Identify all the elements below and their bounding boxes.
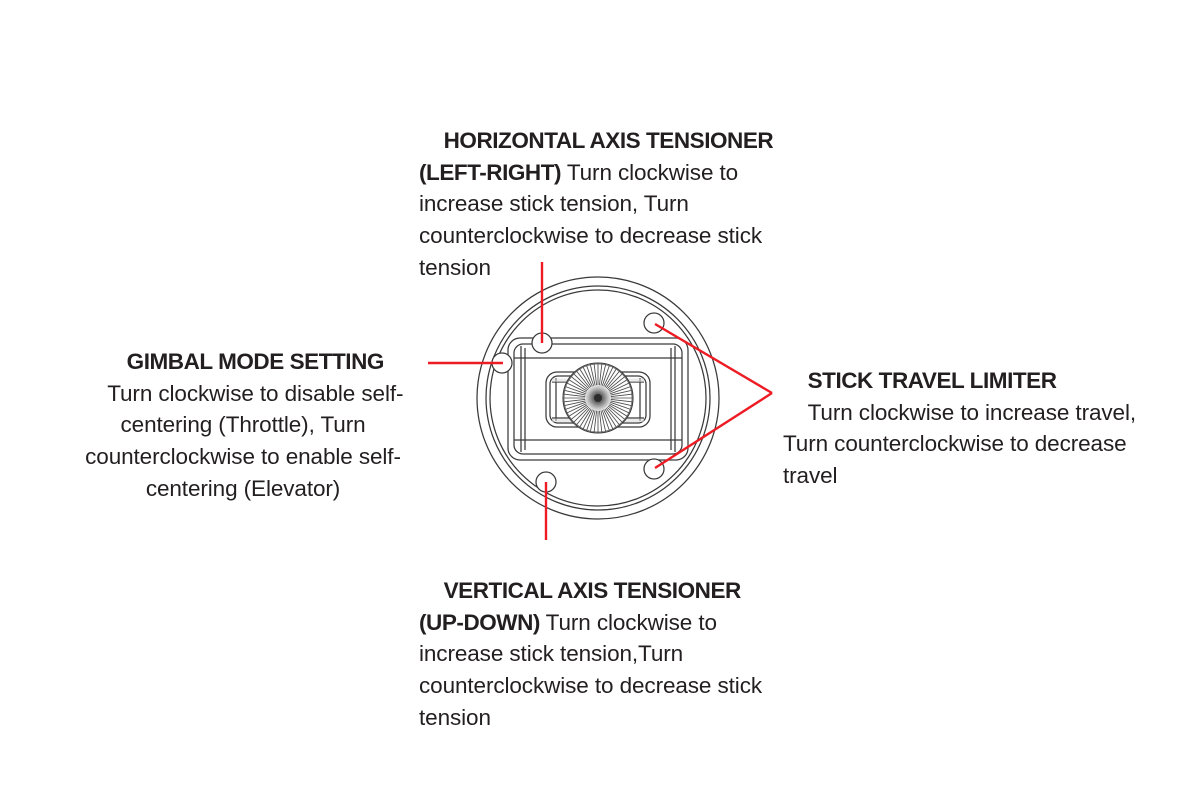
screw-holes [491, 312, 665, 493]
leader-travel-limiter-lower [654, 391, 773, 470]
knob-core [585, 385, 611, 411]
callout-gimbal-mode-setting: GIMBAL MODE SETTING Turn clockwise to di… [58, 314, 428, 537]
housing-middle-ring [485, 285, 711, 511]
stick-slot-outer [545, 371, 651, 428]
callout-horizontal-axis-tensioner: HORIZONTAL AXIS TENSIONER (LEFT-RIGHT) T… [419, 93, 791, 316]
knob-center-dot [594, 394, 602, 402]
stick-slot-shading [552, 378, 644, 422]
callout-horizontal-axis-heading: HORIZONTAL AXIS TENSIONER (LEFT-RIGHT) [419, 127, 780, 185]
screw-top-right-travel-limiter [643, 312, 665, 334]
callout-stick-travel-limiter-heading: STICK TRAVEL LIMITER [807, 367, 1057, 393]
leader-travel-limiter-upper [654, 322, 773, 395]
callout-stick-travel-limiter: STICK TRAVEL LIMITER Turn clockwise to i… [783, 333, 1179, 524]
screw-bottom-vertical-tensioner [535, 471, 557, 493]
housing-inner-ring [489, 289, 707, 507]
stick-slot-inner [549, 375, 647, 424]
gimbal-plate-outer [507, 337, 689, 461]
callout-vertical-axis-heading: VERTICAL AXIS TENSIONER (UP-DOWN) [419, 577, 747, 635]
callout-gimbal-mode-heading: GIMBAL MODE SETTING [126, 348, 385, 374]
gimbal-plate-inner-offset [513, 343, 683, 455]
screw-top-left-gimbal-mode [491, 352, 513, 374]
callout-horizontal-axis-body: Turn clockwise to increase stick tension… [419, 159, 769, 280]
callout-gimbal-mode-body: Turn clockwise to disable self-centering… [85, 380, 404, 501]
screw-bottom-right-travel-limiter [643, 458, 665, 480]
callout-vertical-axis-tensioner: VERTICAL AXIS TENSIONER (UP-DOWN) Turn c… [419, 543, 791, 766]
callout-vertical-axis-body: Turn clockwise to increase stick tension… [419, 609, 769, 730]
knurled-knob [562, 362, 634, 434]
callout-stick-travel-limiter-body: Turn clockwise to increase travel, Turn … [783, 399, 1142, 489]
screw-top-horizontal-tensioner [531, 332, 553, 354]
